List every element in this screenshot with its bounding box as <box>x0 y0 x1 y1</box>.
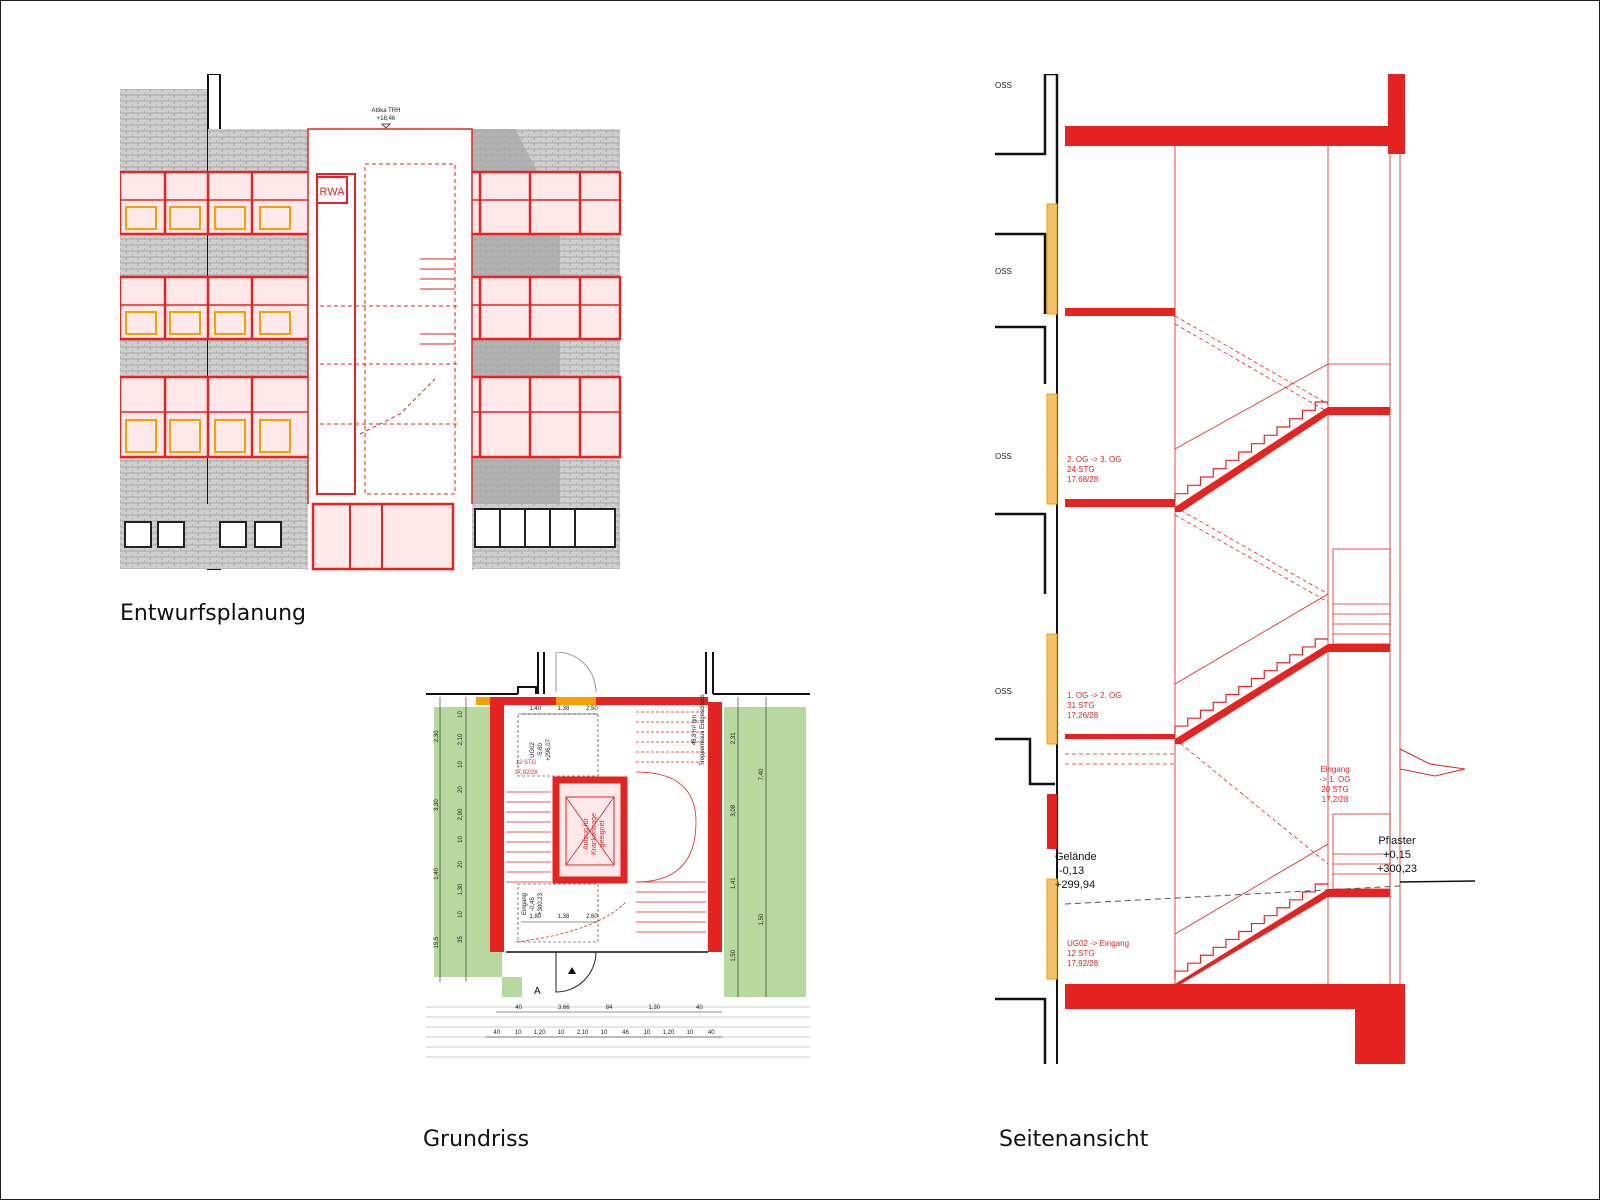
dimension-label: 2,10 <box>577 1030 589 1036</box>
stg-label: 12 STG <box>516 760 537 766</box>
dimension-label: 40 <box>708 1030 715 1036</box>
gelaende-abs: +299,94 <box>1055 879 1095 891</box>
entry-ratio: 17,2/28 <box>1322 795 1349 804</box>
floor-tag: OSS <box>995 81 1012 90</box>
dimension-label: 20 <box>458 786 464 793</box>
entry-sub: -> 1. OG <box>1320 775 1351 784</box>
pflaster-level: +0,15 <box>1383 849 1411 861</box>
rwa-label: RWA <box>319 186 345 198</box>
floor-tag: OSS <box>995 267 1012 276</box>
dimension-label: 10 <box>601 1030 608 1036</box>
dimension-label: 10 <box>458 761 464 768</box>
eingang-level: -0,45 <box>530 897 536 911</box>
gelaende-level: -0,13 <box>1059 865 1084 877</box>
gelaende-label: Gelände <box>1055 851 1097 863</box>
room-area: 48,8 m² qm <box>692 715 698 745</box>
dimension-label: 1,40 <box>529 706 541 712</box>
floor-plan-drawing: Aufzug für Krankentrage geeignet A UG02 … <box>426 652 810 1058</box>
dimension-label: 1,20 <box>663 1030 675 1036</box>
dimension-label: 35 <box>458 936 464 943</box>
dimension-label: 1,38 <box>558 914 570 920</box>
section-drawing: OSS OSS OSS OSS <box>995 74 1475 1064</box>
dimension-label: 1,20 <box>534 1030 546 1036</box>
entry-stg: 20 STG <box>1321 785 1349 794</box>
dimension-label: 10 <box>458 711 464 718</box>
attika-label: Attika TRH <box>372 108 401 114</box>
elevation-drawing: RWA Attika TRH +18,46 <box>120 74 622 584</box>
dimension-label: 1,40 <box>434 867 440 879</box>
dimension-label: 40 <box>493 1030 500 1036</box>
stair-steps <box>1174 638 1328 734</box>
dimension-label: 84 <box>606 1005 613 1011</box>
dimension-label: 10 <box>644 1030 651 1036</box>
dimension-label: 15,5 <box>434 936 440 948</box>
stair-steps <box>1174 883 1328 979</box>
attika-value: +18,46 <box>377 116 396 122</box>
flight1-ratio: 17,68/28 <box>1067 475 1099 484</box>
stair-steps <box>1174 401 1328 502</box>
floor-tag: OSS <box>995 452 1012 461</box>
ug02-abs: +296,07 <box>546 738 552 761</box>
section-mark: A <box>534 986 541 997</box>
flight1-stg: 24 STG <box>1067 465 1095 474</box>
stg-ratio: 17,92/28 <box>514 770 538 776</box>
eingang-abs: +300,23 <box>538 892 544 915</box>
dimension-label: 10 <box>558 1030 565 1036</box>
dimension-label: 1,38 <box>558 706 570 712</box>
dimension-label: 40 <box>696 1005 703 1011</box>
pflaster-abs: +300,23 <box>1377 863 1417 875</box>
dimension-label: 2,10 <box>458 733 464 745</box>
dimension-label: 3,08 <box>731 804 737 816</box>
caption-elevation: Entwurfsplanung <box>120 601 307 626</box>
dimension-label: 40 <box>515 1005 522 1011</box>
dimension-label: 2,31 <box>731 732 737 744</box>
pflaster-label: Pflaster <box>1378 835 1416 847</box>
dimension-label: 2,90 <box>458 808 464 820</box>
dimension-label: 10 <box>515 1030 522 1036</box>
flight2-ratio: 17,26/28 <box>1067 711 1099 720</box>
entry-title: Eingang <box>1320 765 1349 774</box>
lift-label-3: geeignet <box>599 821 606 848</box>
flight2-stg: 31 STG <box>1067 701 1095 710</box>
dimension-label: 3,66 <box>558 1005 570 1011</box>
flight3-ratio: 17,92/28 <box>1067 959 1099 968</box>
dimension-label: 2,60 <box>586 914 598 920</box>
eingang-label: Eingang <box>522 893 528 915</box>
dimension-label: 10 <box>458 836 464 843</box>
dimension-label: 1,50 <box>759 913 765 925</box>
dimension-label: 10 <box>686 1030 693 1036</box>
dimension-label: 7,40 <box>759 768 765 780</box>
dimension-label: 1,30 <box>648 1005 660 1011</box>
dimension-label: 10 <box>458 911 464 918</box>
dimension-label: 2,30 <box>434 730 440 742</box>
ug02-level: -5,60 <box>538 743 544 757</box>
caption-section: Seitenansicht <box>999 1127 1149 1152</box>
caption-plan: Grundriss <box>423 1127 530 1152</box>
dimension-label: 3,30 <box>434 799 440 811</box>
ug02-label: UG02 <box>530 742 536 758</box>
dimension-label: 20 <box>458 861 464 868</box>
dimension-label: 1,50 <box>731 949 737 961</box>
flight3-title: UG02 -> Eingang <box>1067 939 1129 948</box>
dimension-label: 1,30 <box>458 883 464 895</box>
room-name: Treppenhaus Erdgeschoss <box>700 694 706 766</box>
dimension-label: 2,50 <box>586 706 598 712</box>
dimension-label: 1,80 <box>529 914 541 920</box>
dimension-label: 46 <box>622 1030 629 1036</box>
dimension-label: 1,41 <box>731 877 737 889</box>
floor-tag: OSS <box>995 687 1012 696</box>
flight2-title: 1. OG -> 2. OG <box>1067 691 1121 700</box>
flight1-title: 2. OG -> 3. OG <box>1067 455 1121 464</box>
lift-label-2: Krankentrage <box>591 813 598 855</box>
lift-label-1: Aufzug für <box>583 817 590 850</box>
flight3-stg: 12 STG <box>1067 949 1095 958</box>
